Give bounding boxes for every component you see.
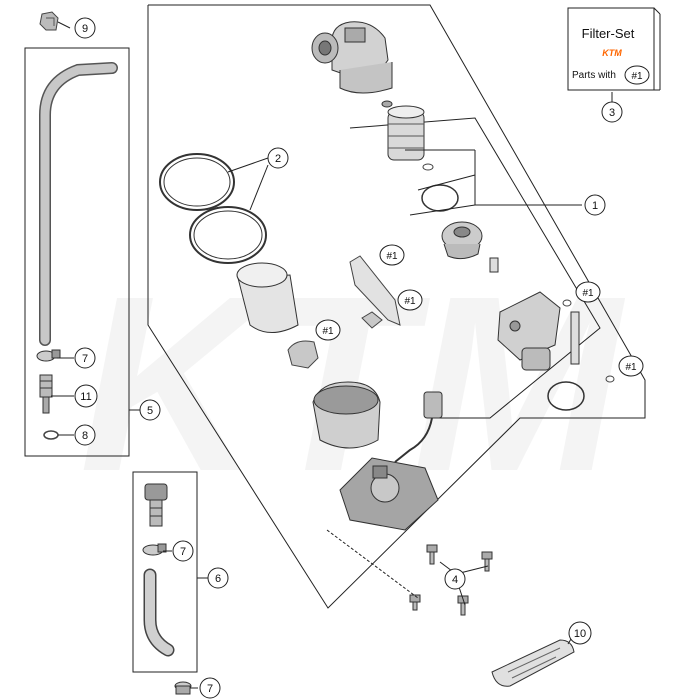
main-assembly-outline	[147, 4, 646, 609]
pump-head-part	[311, 21, 393, 94]
fuel-hose-part	[39, 62, 118, 346]
hose-clamp-part-bottom	[174, 681, 192, 695]
sticker-part	[491, 639, 575, 687]
strainer-part	[236, 262, 299, 333]
svg-text:2: 2	[275, 153, 281, 165]
screw-part-4	[409, 594, 421, 611]
callout-2: 2	[267, 147, 289, 169]
ref-1-e: #1	[618, 355, 644, 377]
filter-set-ref-label: #1	[631, 71, 643, 82]
svg-text:7: 7	[82, 353, 88, 365]
filter-set-brand-logo: KTM	[602, 48, 622, 58]
svg-text:5: 5	[147, 405, 153, 417]
large-o-ring-upper	[159, 153, 235, 211]
svg-text:3: 3	[609, 107, 615, 119]
screw-part-1	[426, 544, 438, 565]
connector-part	[39, 374, 53, 414]
callout-5: 5	[139, 399, 161, 421]
svg-text:7: 7	[180, 546, 186, 558]
callout-8: 8	[74, 424, 96, 446]
small-o-ring-1	[422, 163, 434, 171]
svg-text:#1: #1	[582, 288, 594, 299]
pressure-regulator-part	[497, 291, 561, 371]
svg-text:#1: #1	[625, 362, 637, 373]
svg-text:4: 4	[452, 574, 458, 586]
large-o-ring-upper-inner	[163, 157, 231, 207]
svg-text:1: 1	[592, 200, 598, 212]
filter-housing-part	[441, 221, 483, 260]
svg-text:#1: #1	[322, 326, 334, 337]
hose-clamp-part-lower	[142, 543, 167, 556]
pump-housing-part	[312, 381, 381, 449]
clip-part-mid	[361, 311, 383, 329]
ref-1-a: #1	[379, 244, 405, 266]
cable-connector-part	[394, 391, 443, 463]
screw-part-2	[481, 551, 493, 572]
callout-7-left: 7	[74, 347, 96, 369]
svg-text:9: 9	[82, 23, 88, 35]
ref-1-b: #1	[397, 289, 423, 311]
tiny-o-ring-2	[605, 375, 615, 383]
tiny-o-ring-1	[562, 299, 572, 307]
filter-element-part	[381, 100, 425, 161]
filter-set-title: Filter-Set	[582, 26, 635, 41]
callout-1: 1	[584, 194, 606, 216]
callout-7-bottom: 7	[199, 677, 221, 699]
pump-base-part	[339, 457, 439, 531]
quick-connector-part	[144, 483, 168, 527]
clip-part	[39, 11, 59, 31]
svg-text:6: 6	[215, 573, 221, 585]
callout-6: 6	[207, 567, 229, 589]
ref-1-c: #1	[315, 319, 341, 341]
pin-part-1	[489, 257, 499, 273]
retainer-part	[287, 340, 319, 369]
sealing-plate-part	[349, 255, 401, 326]
o-ring-right	[547, 381, 585, 411]
pressure-hose-part	[143, 568, 175, 657]
filter-set-outline	[349, 117, 601, 419]
svg-text:8: 8	[82, 430, 88, 442]
pressure-hose-box	[132, 471, 198, 673]
hose-clamp-part	[36, 349, 61, 362]
large-o-ring-lower	[189, 206, 267, 264]
hose-assembly-box	[24, 47, 130, 457]
filter-set-box: Filter-Set KTM Parts with #1	[567, 7, 661, 91]
filter-set-parts-with: Parts with	[572, 70, 616, 81]
leader-lines	[51, 21, 613, 689]
callout-10: 10	[568, 621, 592, 645]
callout-9: 9	[74, 17, 96, 39]
svg-text:11: 11	[80, 391, 91, 403]
svg-text:#1: #1	[386, 251, 398, 262]
callout-7-middle: 7	[172, 540, 194, 562]
small-o-ring-2	[421, 184, 459, 212]
ref-1-d: #1	[575, 281, 601, 303]
o-ring-part	[43, 430, 59, 440]
large-o-ring-lower-inner	[193, 210, 263, 260]
svg-text:10: 10	[574, 628, 586, 640]
callout-3: 3	[601, 101, 623, 123]
svg-text:7: 7	[207, 683, 213, 695]
filter-set-ref-circle	[624, 65, 650, 85]
callout-4: 4	[444, 568, 466, 590]
callout-11: 11	[74, 384, 98, 408]
pin-part-2	[570, 311, 580, 365]
svg-text:#1: #1	[404, 296, 416, 307]
